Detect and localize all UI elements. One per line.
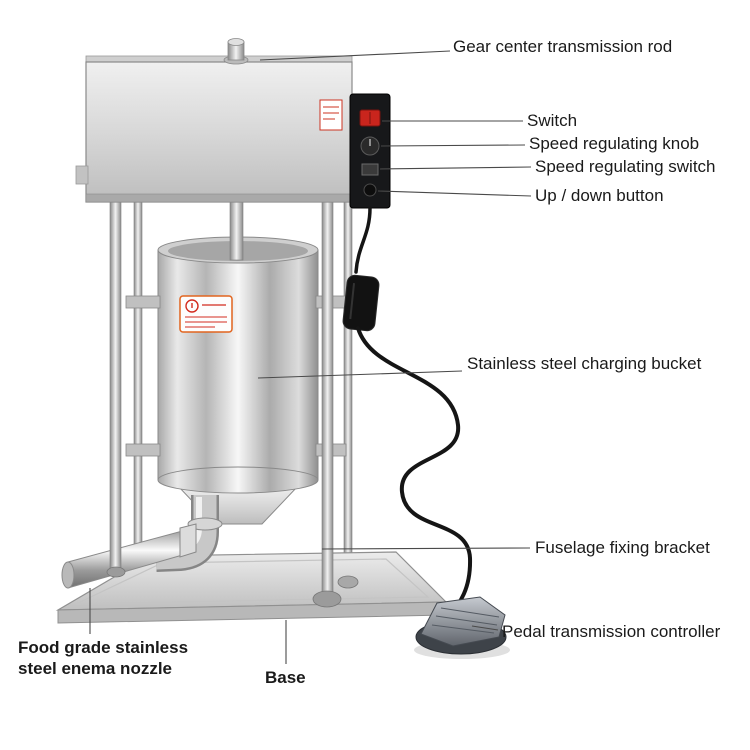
speed-switch	[361, 163, 379, 176]
rear-foot	[337, 575, 359, 589]
label-switch: Switch	[527, 111, 578, 130]
label-up-down: Up / down button	[535, 186, 664, 205]
piston-rod	[229, 201, 244, 261]
power-cord	[342, 206, 473, 619]
control-panel	[349, 93, 391, 209]
leader-line-speed-switch	[379, 166, 532, 170]
label-pedal: Pedal transmission controller	[502, 622, 721, 641]
label-nozzle: Food grade stainless steel enema nozzle	[18, 637, 188, 680]
leader-line-gear-rod	[259, 50, 451, 61]
label-nozzle-line2: steel enema nozzle	[18, 659, 173, 679]
enema-nozzle	[61, 523, 197, 589]
front-foot	[312, 590, 342, 608]
charging-bucket	[125, 201, 347, 572]
label-nozzle-line1: Food grade stainless	[18, 638, 189, 657]
label-bucket: Stainless steel charging bucket	[467, 354, 702, 373]
leader-line-bucket	[257, 370, 463, 379]
leader-line-speed-knob	[380, 144, 526, 147]
leader-line-bracket	[321, 547, 531, 550]
warning-sticker	[179, 295, 233, 333]
leader-line-pedal	[471, 625, 499, 631]
label-bracket: Fuselage fixing bracket	[535, 538, 710, 557]
power-plug	[342, 274, 380, 332]
transmission-rod	[223, 38, 249, 65]
control-box	[75, 55, 353, 203]
box-warning-sticker	[319, 99, 343, 131]
label-gear-rod: Gear center transmission rod	[453, 37, 673, 56]
label-speed-knob: Speed regulating knob	[529, 134, 700, 153]
frame-legs-front	[106, 199, 359, 608]
label-speed-switch: Speed regulating switch	[535, 157, 716, 176]
foot-pedal	[414, 596, 510, 659]
label-base: Base	[265, 668, 306, 687]
leader-lines	[89, 50, 532, 664]
leader-line-up-down	[377, 190, 532, 197]
up-down-button	[363, 183, 377, 197]
